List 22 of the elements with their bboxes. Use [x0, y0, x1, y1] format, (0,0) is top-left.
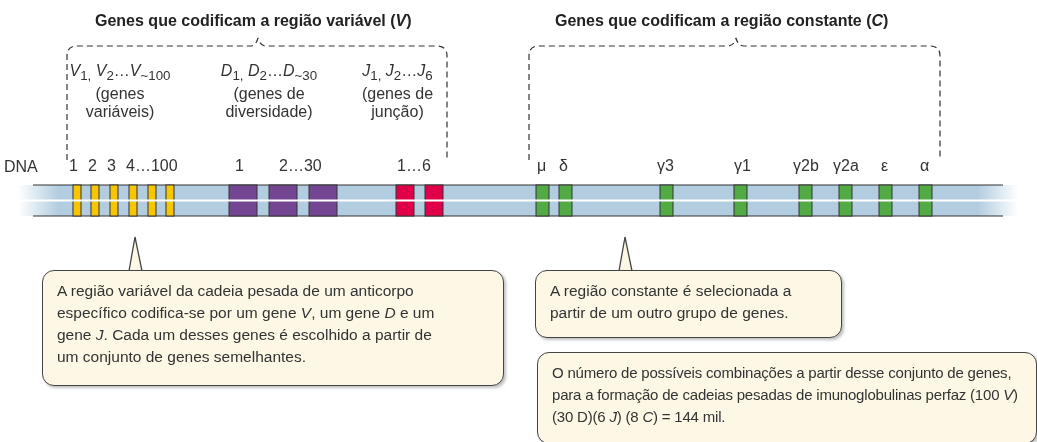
gene-symbol-label: ε [881, 157, 889, 175]
gene-group-label: J$_{1,}$ J$_{2}$…J$_{6}$ (genes de junção) [360, 62, 435, 122]
gene-symbol-label: μ [537, 157, 547, 175]
gene-symbol-label: α [920, 157, 930, 175]
gene-number-label: 3 [107, 157, 116, 175]
callout-box: O número de possíveis combinações a partir desse conjunto de genes, para a formação de cadeias pesadas de imunoglobulinas perfaz (100 V)(30 D)(6 J) (8 C) = 144 mil. [537, 352, 1037, 442]
gene-number-label: 2 [88, 157, 97, 175]
gene-symbol-label: δ [559, 157, 568, 175]
gene-number-label: 1 [235, 157, 244, 175]
gene-group-label: V$_{1,}$ V$_{2}$…V$_{~100}$ (genes variáveis) [68, 62, 172, 122]
heading: Genes que codificam a região constante (C) [555, 12, 889, 30]
gene-number-label: 2…30 [279, 157, 322, 175]
dna-label: DNA [4, 158, 38, 176]
gene-number-label: 4…100 [126, 157, 178, 175]
gene-number-label: 1…6 [397, 157, 431, 175]
gene-group-label: D$_{1,}$ D$_{2}$…D$_{~30}$ (genes de diversidade) [219, 62, 319, 122]
callout-box: A região variável da cadeia pesada de um anticorpo específico codifica-se por um gene V, um gene D e um gene J. Cada um desses genes é escolhido a partir de um conjunto de genes semelhantes. [42, 270, 504, 386]
heading: Genes que codificam a região variável (V) [95, 12, 412, 30]
callout-pointer [128, 236, 143, 272]
gene-number-label: 1 [69, 157, 78, 175]
callout-box: A região constante é selecionada a partir de um outro grupo de genes. [535, 270, 842, 338]
callout-pointer [618, 236, 633, 272]
